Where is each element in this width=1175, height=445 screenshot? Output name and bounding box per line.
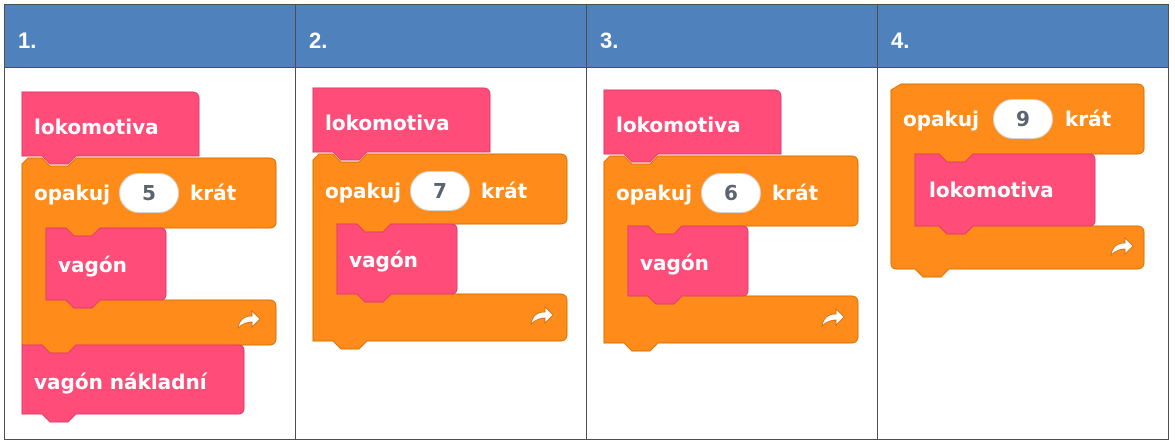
program-2-blocks bbox=[312, 87, 568, 350]
block-lokomotiva-label: lokomotiva bbox=[929, 178, 1054, 202]
block-lokomotiva-label: lokomotiva bbox=[325, 111, 450, 135]
loop-arrow-icon bbox=[1110, 237, 1134, 257]
column-divider-1 bbox=[295, 4, 296, 440]
block-lokomotiva[interactable] bbox=[914, 153, 1096, 235]
block-vagon-label: vagón bbox=[349, 248, 418, 272]
repeat-suffix-label: krát bbox=[1065, 107, 1112, 131]
program-4-blocks bbox=[890, 83, 1145, 278]
block-vagon[interactable] bbox=[627, 225, 749, 305]
block-lokomotiva-label: lokomotiva bbox=[34, 115, 159, 139]
column-header-2: 2. bbox=[295, 4, 586, 67]
repeat-count-input[interactable]: 7 bbox=[410, 171, 470, 211]
column-header-1: 1. bbox=[4, 4, 295, 67]
repeat-count-input[interactable]: 6 bbox=[701, 173, 761, 213]
column-1: 1. lokomotiva opakuj 5 krát vagón vagón … bbox=[4, 4, 295, 440]
block-vagon-nakladni-label: vagón nákladní bbox=[34, 370, 207, 394]
program-3-blocks bbox=[603, 89, 859, 352]
block-repeat-loop[interactable] bbox=[890, 83, 1145, 278]
column-3: 3. lokomotiva opakuj 6 krát vagón bbox=[586, 4, 877, 440]
column-2: 2. lokomotiva opakuj 7 krát vagón bbox=[295, 4, 586, 440]
block-lokomotiva[interactable] bbox=[21, 91, 200, 165]
column-divider-2 bbox=[586, 4, 587, 440]
column-header-3: 3. bbox=[586, 4, 877, 67]
block-vagon-label: vagón bbox=[58, 253, 127, 277]
repeat-prefix-label: opakuj bbox=[325, 179, 401, 203]
block-vagon[interactable] bbox=[45, 227, 167, 309]
repeat-prefix-label: opakuj bbox=[34, 181, 110, 205]
block-vagon-label: vagón bbox=[640, 251, 709, 275]
block-vagon[interactable] bbox=[336, 223, 458, 303]
program-1-blocks bbox=[21, 91, 277, 423]
block-lokomotiva[interactable] bbox=[603, 89, 782, 163]
repeat-suffix-label: krát bbox=[481, 179, 528, 203]
repeat-suffix-label: krát bbox=[190, 181, 237, 205]
loop-arrow-icon bbox=[821, 308, 845, 328]
repeat-count-input[interactable]: 5 bbox=[119, 173, 179, 213]
repeat-prefix-label: opakuj bbox=[616, 181, 692, 205]
block-vagon-nakladni[interactable] bbox=[21, 344, 245, 423]
loop-arrow-icon bbox=[237, 310, 261, 330]
repeat-suffix-label: krát bbox=[772, 181, 819, 205]
table-border-right bbox=[1168, 4, 1169, 440]
column-4: 4. opakuj 9 krát lokomotiva bbox=[877, 4, 1169, 440]
block-lokomotiva-label: lokomotiva bbox=[616, 113, 741, 137]
repeat-prefix-label: opakuj bbox=[903, 107, 979, 131]
column-divider-3 bbox=[877, 4, 878, 440]
repeat-count-input[interactable]: 9 bbox=[993, 99, 1053, 139]
loop-arrow-icon bbox=[530, 306, 554, 326]
block-lokomotiva[interactable] bbox=[312, 87, 491, 161]
column-header-4: 4. bbox=[877, 4, 1169, 67]
table-border-left bbox=[4, 4, 5, 440]
program-table: 1. lokomotiva opakuj 5 krát vagón vagón … bbox=[4, 4, 1169, 440]
